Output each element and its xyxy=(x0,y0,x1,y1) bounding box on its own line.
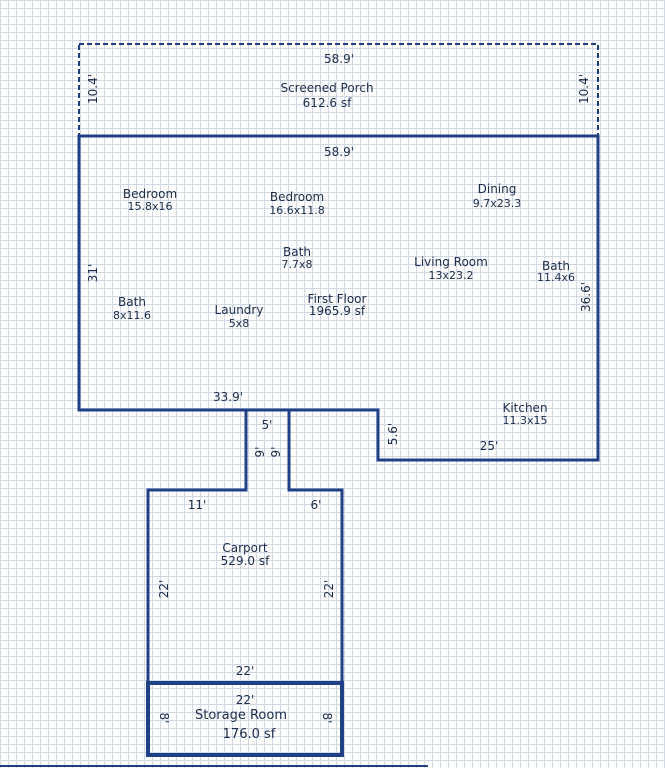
floor-right-dimension: 36.6' xyxy=(579,281,593,313)
room-name: Bath xyxy=(118,295,146,309)
storage-left-dimension: 8' xyxy=(157,712,171,724)
connector-right-dimension: 9' xyxy=(269,446,283,458)
room-size: 5x8 xyxy=(228,317,250,330)
storage-name: Storage Room xyxy=(194,708,288,723)
room-name: Bedroom xyxy=(269,190,325,204)
porch-left-dimension: 10.4' xyxy=(86,73,100,105)
carport-bottom-dimension: 22' xyxy=(235,664,255,678)
room-name: Bath xyxy=(542,259,570,273)
storage-right-dimension: 8' xyxy=(320,712,334,724)
floor-step-dimension: 5.6' xyxy=(386,422,400,446)
first-floor-outline xyxy=(77,134,600,462)
storage-room-outline xyxy=(146,681,344,757)
carport-right-top-dimension: 6' xyxy=(310,498,322,512)
porch-right-dimension: 10.4' xyxy=(577,73,591,105)
floor-name: First Floor xyxy=(307,292,367,306)
porch-outline xyxy=(78,43,599,137)
connector-right-wall xyxy=(287,410,344,683)
carport-name: Carport xyxy=(222,541,268,555)
carport-area: 529.0 sf xyxy=(220,554,270,568)
room-name: Laundry xyxy=(214,303,264,317)
room-size: 13x23.2 xyxy=(428,269,474,282)
porch-name: Screened Porch xyxy=(280,81,374,95)
room-size: 11.4x6 xyxy=(536,271,576,284)
porch-top-dimension: 58.9' xyxy=(323,52,355,66)
floor-bottom-right-dimension: 25' xyxy=(479,439,499,453)
floor-bottom-left-dimension: 33.9' xyxy=(212,390,244,404)
connector-left-dimension: 9' xyxy=(253,446,267,458)
room-size: 16.6x11.8 xyxy=(269,204,325,217)
carport-left-top-dimension: 11' xyxy=(187,498,207,512)
room-size: 8x11.6 xyxy=(112,309,152,322)
connector-width-dimension: 5' xyxy=(261,418,273,432)
floor-top-dimension: 58.9' xyxy=(323,145,355,159)
storage-top-dimension: 22' xyxy=(235,693,255,707)
carport-right-dimension: 22' xyxy=(322,579,336,599)
carport-left-dimension: 22' xyxy=(157,579,171,599)
room-name: Kitchen xyxy=(502,401,548,415)
room-size: 7.7x8 xyxy=(281,258,313,271)
storage-area: 176.0 sf xyxy=(222,727,276,742)
room-name: Bedroom xyxy=(122,187,178,201)
floor-area: 1965.9 sf xyxy=(308,304,366,318)
connector-left-wall xyxy=(146,410,248,683)
room-name: Living Room xyxy=(414,255,488,269)
room-name: Dining xyxy=(477,182,517,196)
room-size: 15.8x16 xyxy=(127,200,173,213)
room-name: Bath xyxy=(283,245,311,259)
room-size: 11.3x15 xyxy=(502,414,548,427)
room-size: 9.7x23.3 xyxy=(472,197,522,210)
floor-left-dimension: 31' xyxy=(86,263,100,283)
porch-area: 612.6 sf xyxy=(302,96,352,110)
